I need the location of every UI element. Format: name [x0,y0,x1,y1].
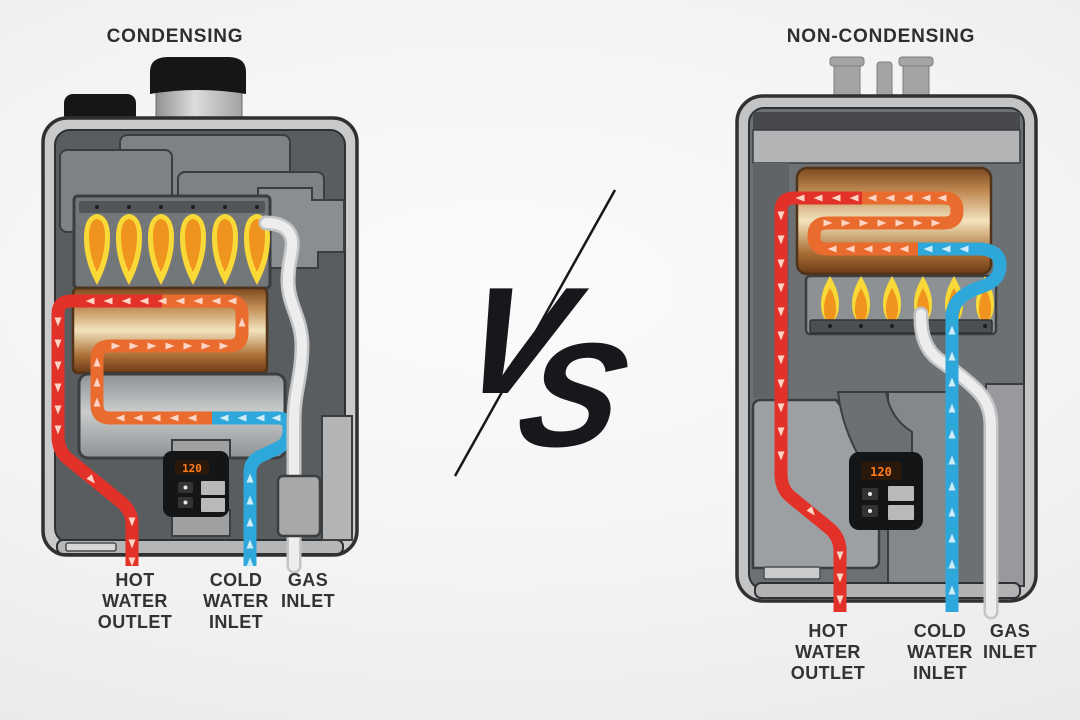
display-value: 120 [182,462,202,475]
gas-inlet-label: GAS INLET [983,621,1037,662]
condensing-unit-illustration: 120 [41,57,359,574]
vent-stubs-icon [829,56,934,101]
panel-button [201,481,225,495]
cold-water-inlet-label: COLD WATER INLET [203,570,269,632]
exhaust-vent-icon [64,57,246,124]
panel-button [888,505,914,520]
top-dark-strip [753,112,1020,132]
condensing-title: CONDENSING [106,26,244,47]
display-value: 120 [870,465,892,479]
non-condensing-title: NON-CONDENSING [786,26,976,47]
cold-water-pipe [212,411,296,566]
temperature-display [175,460,209,475]
panel-button [201,498,225,512]
top-light-band [752,129,1021,164]
gas-pipe [258,215,310,574]
vs-separator: V S [445,189,642,478]
panel-button [888,486,914,501]
non-condensing-unit-illustration: 120 [735,56,1038,620]
case-bottom-rim [754,582,1021,599]
hot-water-pipe [774,191,862,612]
vs-slash-line [453,189,617,477]
hot-water-outlet-label: HOT WATER OUTLET [790,621,866,683]
control-panel: 120 [849,452,923,530]
cold-water-inlet-label: COLD WATER INLET [907,621,973,683]
cold-water-pipe [918,242,1007,612]
hot-water-outlet-label: HOT WATER OUTLET [97,570,173,632]
hot-water-pipe [51,294,162,566]
gas-pipe [913,306,999,620]
gas-valve-box [276,474,322,538]
temperature-display [861,462,901,480]
vent-slot [763,566,821,580]
burner-assembly [804,274,998,336]
vent-slot [65,542,117,552]
burner-assembly [72,194,272,290]
side-panel-strip [321,415,353,541]
control-panel: 120 [163,439,231,537]
gas-inlet-label: GAS INLET [281,570,335,611]
